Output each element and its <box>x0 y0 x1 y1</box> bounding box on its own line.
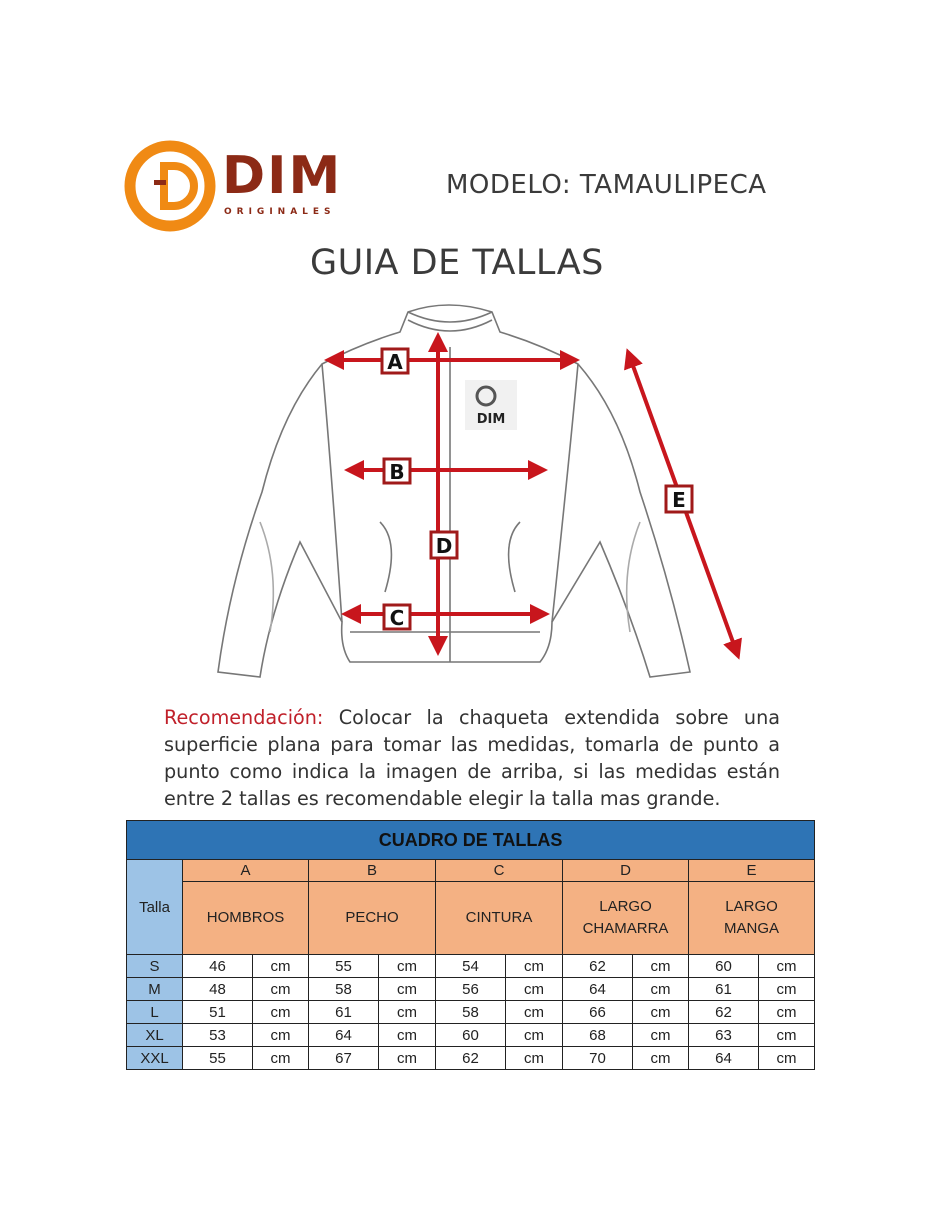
marker-c: C <box>390 606 405 630</box>
measure-value: 62 <box>688 1000 759 1024</box>
measure-value: 67 <box>308 1046 379 1070</box>
unit-label: cm <box>252 1046 309 1070</box>
measure-value: 66 <box>562 1000 633 1024</box>
unit-label: cm <box>632 1046 689 1070</box>
measure-value: 68 <box>562 1023 633 1047</box>
unit-label: cm <box>632 1000 689 1024</box>
measure-value: 64 <box>562 977 633 1001</box>
unit-label: cm <box>505 954 563 978</box>
unit-label: cm <box>505 1046 563 1070</box>
measure-value: 56 <box>435 977 506 1001</box>
column-measure: PECHO <box>308 881 436 955</box>
unit-label: cm <box>632 954 689 978</box>
measure-value: 64 <box>308 1023 379 1047</box>
size-label: M <box>126 977 183 1001</box>
unit-label: cm <box>252 977 309 1001</box>
measure-value: 60 <box>435 1023 506 1047</box>
marker-e: E <box>672 488 686 512</box>
column-measure: CINTURA <box>435 881 563 955</box>
unit-label: cm <box>632 1023 689 1047</box>
measure-value: 55 <box>308 954 379 978</box>
measure-value: 51 <box>182 1000 253 1024</box>
size-table: CUADRO DE TALLAS Talla A B C D E HOMBROS… <box>125 820 816 1070</box>
guide-title: GUIA DE TALLAS <box>310 243 604 283</box>
measure-value: 61 <box>308 1000 379 1024</box>
size-label: L <box>126 1000 183 1024</box>
column-letter: B <box>308 859 436 882</box>
unit-label: cm <box>378 1023 436 1047</box>
measure-value: 46 <box>182 954 253 978</box>
recommendation-text: Colocar la chaqueta extendida sobre una … <box>164 706 780 810</box>
measure-value: 54 <box>435 954 506 978</box>
unit-label: cm <box>378 977 436 1001</box>
unit-label: cm <box>505 1023 563 1047</box>
unit-label: cm <box>505 977 563 1001</box>
unit-label: cm <box>378 954 436 978</box>
unit-label: cm <box>252 1000 309 1024</box>
brand-name: DIM <box>222 146 343 206</box>
size-label: XL <box>126 1023 183 1047</box>
marker-a: A <box>387 350 403 374</box>
unit-label: cm <box>757 1023 816 1047</box>
column-letter: C <box>435 859 563 882</box>
measure-value: 61 <box>688 977 759 1001</box>
unit-label: cm <box>757 1000 816 1024</box>
recommendation-label: Recomendación: <box>164 706 324 729</box>
unit-label: cm <box>252 1023 309 1047</box>
model-label: MODELO: TAMAULIPECA <box>446 170 767 200</box>
marker-b: B <box>389 460 404 484</box>
unit-label: cm <box>378 1000 436 1024</box>
column-letter: D <box>562 859 689 882</box>
measure-value: 60 <box>688 954 759 978</box>
unit-label: cm <box>252 954 309 978</box>
jacket-diagram: DIM A B C D E <box>217 304 742 678</box>
size-label: XXL <box>126 1046 183 1070</box>
measure-value: 62 <box>435 1046 506 1070</box>
size-column-header: Talla <box>126 859 183 955</box>
measure-value: 53 <box>182 1023 253 1047</box>
unit-label: cm <box>378 1046 436 1070</box>
measure-value: 62 <box>562 954 633 978</box>
column-letter: E <box>687 859 816 882</box>
measure-value: 58 <box>308 977 379 1001</box>
measure-value: 48 <box>182 977 253 1001</box>
jacket-center-logo: DIM <box>477 412 506 427</box>
unit-label: cm <box>757 1046 816 1070</box>
column-letter: A <box>182 859 309 882</box>
recommendation-paragraph: Recomendación: Colocar la chaqueta exten… <box>164 704 780 812</box>
measure-value: 64 <box>688 1046 759 1070</box>
size-label: S <box>126 954 183 978</box>
dim-logo <box>124 140 216 232</box>
measure-value: 55 <box>182 1046 253 1070</box>
unit-label: cm <box>757 954 816 978</box>
measure-value: 58 <box>435 1000 506 1024</box>
measure-value: 70 <box>562 1046 633 1070</box>
unit-label: cm <box>632 977 689 1001</box>
unit-label: cm <box>757 977 816 1001</box>
size-table-title: CUADRO DE TALLAS <box>125 820 816 860</box>
column-measure: HOMBROS <box>182 881 309 955</box>
marker-d: D <box>436 534 453 558</box>
measure-value: 63 <box>688 1023 759 1047</box>
unit-label: cm <box>505 1000 563 1024</box>
brand-tagline: ORIGINALES <box>224 207 336 217</box>
